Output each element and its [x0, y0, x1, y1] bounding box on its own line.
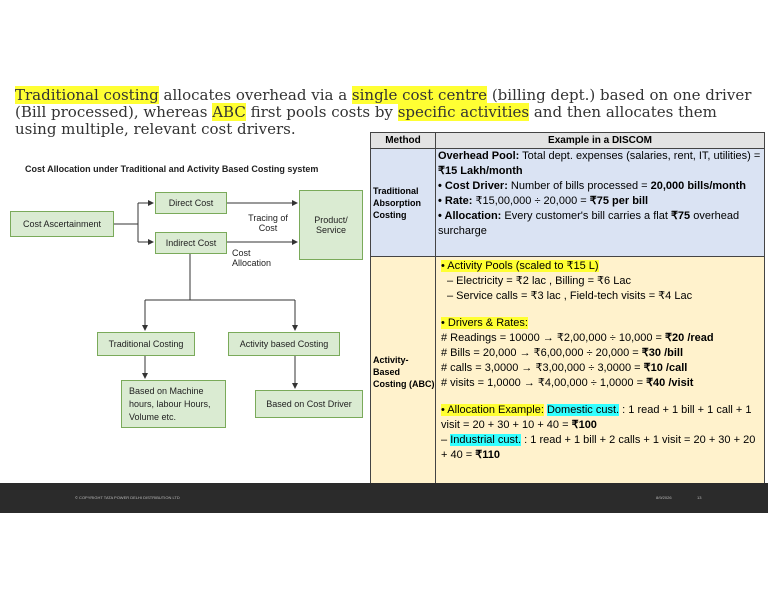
example-cell: • Activity Pools (scaled to ₹15 L) – Ele…: [435, 256, 765, 487]
driver-rate-text: # Readings = 10000 → ₹2,00,000 ÷ 10,000 …: [441, 332, 666, 344]
traditional-costing-box: Traditional Costing: [97, 332, 195, 356]
allocation-text-end: overhead surcharge: [438, 210, 740, 237]
example-cell: Overhead Pool: Total dept. expenses (sal…: [435, 148, 765, 257]
allocation-text: Every customer's bill carries a flat: [501, 210, 671, 222]
pools-line: – Electricity = ₹2 lac , Billing = ₹6 La…: [447, 275, 631, 287]
driver-rate-line: # calls = 3,0000 → ₹3,00,000 ÷ 3,0000 = …: [441, 361, 760, 376]
driver-rate-text: # calls = 3,0000 → ₹3,00,000 ÷ 3,0000 =: [441, 362, 644, 374]
driver-rate-line: # visits = 1,0000 → ₹4,00,000 ÷ 1,0000 =…: [441, 376, 760, 391]
footer-page-number: 13: [697, 495, 702, 500]
allocation-line: • Allocation: Every customer's bill carr…: [438, 209, 764, 239]
rate-line: • Rate: ₹15,00,000 ÷ 20,000 = ₹75 per bi…: [438, 194, 764, 209]
rate-text: ₹15,00,000 ÷ 20,000 =: [472, 195, 590, 207]
discom-example-table: Method Example in a DISCOM Traditional A…: [370, 132, 765, 487]
intro-paragraph: Traditional costing allocates overhead v…: [15, 86, 755, 138]
cost-driver-box: Based on Cost Driver: [255, 390, 363, 418]
industrial-prefix: –: [441, 434, 451, 446]
footer-copyright: © COPYRIGHT TATA POWER DELHI DISTRIBUTIO…: [75, 495, 180, 500]
intro-highlight: specific activities: [397, 103, 530, 121]
overhead-pool-text: Total dept. expenses (salaries, rent, IT…: [519, 150, 761, 162]
tracing-of-cost-label: Tracing of Cost: [248, 213, 288, 233]
machine-hours-box: Based on Machine hours, labour Hours, Vo…: [121, 380, 226, 428]
method-cell: Traditional Absorption Costing: [370, 148, 436, 257]
intro-highlight: ABC: [212, 103, 246, 121]
cost-driver-value: 20,000 bills/month: [650, 180, 747, 192]
industrial-cust-text: : 1 read + 1 bill + 2 calls + 1 visit = …: [441, 434, 756, 461]
activity-pools-highlight: • Activity Pools (scaled to ₹15 L): [441, 260, 599, 272]
driver-rate-value: ₹30 /bill: [641, 347, 684, 359]
overhead-pool-line: Overhead Pool: Total dept. expenses (sal…: [438, 149, 764, 179]
rate-value: ₹75 per bill: [589, 195, 649, 207]
driver-rate-value: ₹10 /call: [643, 362, 688, 374]
cost-allocation-diagram: Cost Allocation under Traditional and Ac…: [0, 148, 370, 438]
footer-date: 8/9/2026: [656, 495, 672, 500]
industrial-line: – Industrial cust. : 1 read + 1 bill + 2…: [441, 433, 760, 463]
activity-pools-title: • Activity Pools (scaled to ₹15 L): [441, 259, 760, 274]
drivers-title: • Drivers & Rates:: [441, 316, 760, 331]
cost-ascertainment-box: Cost Ascertainment: [10, 211, 114, 237]
allocation-example-line: • Allocation Example: Domestic cust. : 1…: [441, 403, 760, 433]
pools-line: – Service calls = ₹3 lac , Field-tech vi…: [447, 290, 693, 302]
allocation-value: ₹75: [670, 210, 691, 222]
intro-text: and then allocates them using multiple, …: [15, 103, 717, 138]
industrial-cust-value: ₹110: [475, 449, 501, 461]
activity-based-costing-box: Activity based Costing: [228, 332, 340, 356]
driver-rate-line: # Readings = 10000 → ₹2,00,000 ÷ 10,000 …: [441, 331, 760, 346]
direct-cost-box: Direct Cost: [155, 192, 227, 214]
domestic-cust-highlight: Domestic cust.: [546, 404, 620, 416]
intro-text: allocates overhead via a: [158, 86, 352, 104]
cost-driver-label: • Cost Driver:: [438, 180, 508, 192]
table-row: Activity-Based Costing (ABC) • Activity …: [370, 256, 765, 487]
driver-rate-value: ₹40 /visit: [646, 377, 694, 389]
method-header: Method: [370, 132, 436, 149]
diagram-connectors: [114, 200, 298, 389]
product-service-box: Product/ Service: [299, 190, 363, 260]
cost-driver-text: Number of bills processed =: [507, 180, 651, 192]
indirect-cost-box: Indirect Cost: [155, 232, 227, 254]
overhead-pool-value: ₹15 Lakh/month: [438, 165, 523, 177]
example-header: Example in a DISCOM: [435, 132, 765, 149]
driver-rate-text: # Bills = 20,000 → ₹6,00,000 ÷ 20,000 =: [441, 347, 642, 359]
allocation-example-highlight: • Allocation Example:: [441, 404, 544, 416]
intro-text: first pools costs by: [245, 103, 398, 121]
domestic-cust-text: : 1 read + 1 bill + 1 call + 1 visit = 2…: [441, 404, 752, 431]
driver-rate-value: ₹20 /read: [665, 332, 714, 344]
intro-highlight: Traditional costing: [15, 86, 159, 104]
cost-allocation-label: Cost Allocation: [232, 248, 272, 268]
driver-rate-text: # visits = 1,0000 → ₹4,00,000 ÷ 1,0000 =: [441, 377, 647, 389]
intro-text: (billing dept.) based on one driver (Bil…: [15, 86, 752, 121]
industrial-cust-highlight: Industrial cust.: [450, 434, 522, 446]
table-row: Traditional Absorption Costing Overhead …: [370, 148, 765, 257]
diagram-title: Cost Allocation under Traditional and Ac…: [25, 164, 319, 174]
driver-rate-line: # Bills = 20,000 → ₹6,00,000 ÷ 20,000 = …: [441, 346, 760, 361]
allocation-label: • Allocation:: [438, 210, 502, 222]
footer-bar: © COPYRIGHT TATA POWER DELHI DISTRIBUTIO…: [0, 483, 768, 513]
drivers-highlight: • Drivers & Rates:: [441, 317, 528, 329]
cost-driver-line: • Cost Driver: Number of bills processed…: [438, 179, 764, 194]
rate-label: • Rate:: [438, 195, 473, 207]
intro-highlight: single cost centre: [351, 86, 488, 104]
overhead-pool-label: Overhead Pool:: [438, 150, 520, 162]
domestic-cust-value: ₹100: [571, 419, 597, 431]
method-cell: Activity-Based Costing (ABC): [370, 256, 436, 487]
